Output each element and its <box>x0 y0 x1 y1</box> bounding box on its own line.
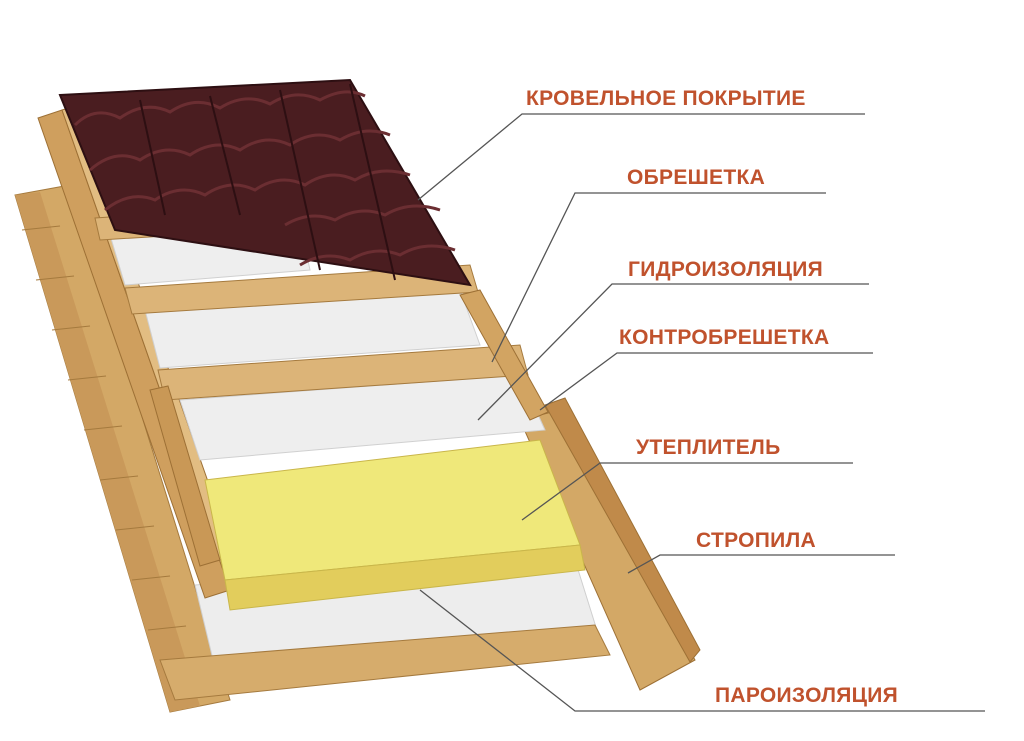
leader-rafters <box>627 554 895 574</box>
label-waterproofing: ГИДРОИЗОЛЯЦИЯ <box>628 258 824 281</box>
leader-battens <box>491 192 826 363</box>
metal-tile-roofing <box>58 78 472 287</box>
label-battens: ОБРЕШЕТКА <box>627 166 766 189</box>
label-vapor-barrier: ПАРОИЗОЛЯЦИЯ <box>715 684 899 707</box>
leader-roofing <box>417 113 865 201</box>
leader-vapor-barrier <box>419 589 985 712</box>
label-roofing: КРОВЕЛЬНОЕ ПОКРЫТИЕ <box>526 87 806 110</box>
bottom-board <box>159 624 611 701</box>
right-rafter <box>519 409 696 691</box>
ceiling-boards <box>14 184 231 713</box>
label-insulation: УТЕПЛИТЕЛЬ <box>636 436 781 459</box>
leader-insulation <box>521 462 853 521</box>
counter-batten-right <box>459 289 549 421</box>
label-counter-battens: КОНТРОБРЕШЕТКА <box>619 326 830 349</box>
counter-batten-left <box>149 385 221 567</box>
label-rafters: СТРОПИЛА <box>696 529 817 552</box>
leader-counter-battens <box>539 352 873 411</box>
leader-waterproofing <box>477 283 869 421</box>
leader-lines <box>417 113 985 712</box>
